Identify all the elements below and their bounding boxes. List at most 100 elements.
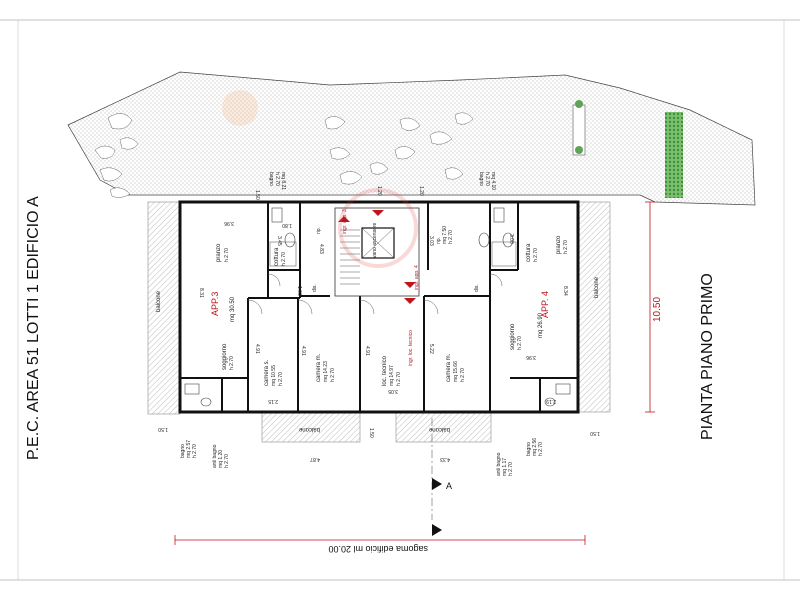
interior-walls bbox=[180, 202, 578, 412]
bottom-label: mq 1.17 bbox=[502, 458, 508, 476]
dimension-label: 1.20 bbox=[418, 186, 424, 196]
dimension-label: 3.45 bbox=[276, 236, 282, 246]
dimension-label: 1.03 bbox=[296, 286, 302, 296]
plant-icon bbox=[575, 146, 583, 154]
room-label: camera m. bbox=[316, 353, 322, 382]
app3-area-label: mq 30.50 bbox=[230, 296, 236, 322]
section-arrow-icon bbox=[432, 478, 442, 490]
dimension-label: 2.19 bbox=[546, 398, 556, 404]
hedge bbox=[665, 112, 683, 198]
bottom-label: anti bagno bbox=[496, 452, 502, 476]
dimension-label: 8.31 bbox=[198, 288, 204, 298]
stairwell bbox=[334, 207, 420, 297]
elevator-cross bbox=[361, 227, 395, 259]
watermark-logo bbox=[222, 90, 258, 126]
entrance-label: ingr. app. 4 bbox=[414, 265, 420, 290]
stair-steps bbox=[340, 229, 360, 285]
room-label: rip. bbox=[436, 237, 442, 244]
room-height: h 2.70 bbox=[224, 248, 230, 262]
height-dimension-label: 10.50 bbox=[652, 297, 663, 322]
section-arrow-icon bbox=[432, 524, 442, 536]
room-area: mq 7.50 bbox=[442, 226, 448, 244]
room-height: h 2.70 bbox=[278, 372, 284, 386]
room-area: mq 15.66 bbox=[453, 361, 459, 382]
bottom-label: anti bagno bbox=[212, 444, 218, 468]
bottom-label: h 2.70 bbox=[538, 442, 544, 456]
balcony-label: balcone bbox=[594, 276, 600, 298]
room-height: h 2.70 bbox=[460, 368, 466, 382]
entrance-arrow-icon bbox=[372, 210, 384, 216]
door-swings bbox=[247, 273, 503, 315]
dimension-label: 1.20 bbox=[376, 186, 382, 196]
room-height: h 2.70 bbox=[396, 372, 402, 386]
room-area: mq 8.21 bbox=[280, 172, 286, 190]
watermark-logo bbox=[338, 188, 418, 268]
dimension-label: 1.50 bbox=[590, 430, 600, 436]
dimension-label: 3.05 bbox=[388, 388, 398, 394]
room-height: h 2.70 bbox=[533, 248, 539, 262]
room-label: vano ascensore bbox=[372, 222, 378, 258]
dimension-label: 1.50 bbox=[158, 426, 168, 432]
room-label: cottura bbox=[274, 247, 280, 266]
balcone-left bbox=[147, 201, 181, 415]
room-height: h 2.70 bbox=[274, 172, 280, 186]
balcone-bottom-right bbox=[395, 411, 492, 443]
apartment-3-label: APP.3 bbox=[210, 292, 220, 316]
entrance-arrow-icon bbox=[338, 216, 350, 222]
bottom-label: mq 2.56 bbox=[532, 438, 538, 456]
room-area: mq 4.10 bbox=[490, 172, 496, 190]
room-label: pranzo bbox=[216, 243, 222, 262]
entrance-arrow-icon bbox=[404, 282, 416, 288]
plan-floor-title: PIANTA PIANO PRIMO bbox=[699, 273, 716, 440]
room-label: cottura bbox=[526, 243, 532, 262]
room-area: mq 14.97 bbox=[389, 365, 395, 386]
room-label: soggiorno bbox=[222, 343, 228, 370]
dimension-label: 3.96 bbox=[224, 220, 234, 226]
dimension-label: 4.91 bbox=[364, 346, 370, 356]
room-height: h 2.70 bbox=[330, 368, 336, 382]
entrance-arrow-icon bbox=[404, 298, 416, 304]
bottom-label: bagno bbox=[180, 444, 186, 458]
dimension-label: 4.91 bbox=[300, 346, 306, 356]
dimension-label: 1.50 bbox=[254, 190, 260, 200]
kitchen-counter-left bbox=[269, 241, 297, 267]
balcone-right bbox=[577, 201, 611, 413]
apartment-4-label: APP. 4 bbox=[540, 291, 550, 318]
section-marker-label: A bbox=[446, 481, 452, 491]
room-height: h 2.70 bbox=[484, 172, 490, 186]
balcony-label: balcone bbox=[298, 426, 320, 432]
dimension-label: 3.03 bbox=[428, 236, 434, 246]
bottom-label: h 2.70 bbox=[224, 454, 230, 468]
entrance-label: ingr. app. 3 bbox=[342, 209, 348, 234]
bottom-label: mq 1.20 bbox=[218, 450, 224, 468]
room-height: h 2.70 bbox=[229, 356, 235, 370]
plant-icon bbox=[575, 100, 583, 108]
room-height: h 2.70 bbox=[448, 230, 454, 244]
room-height: h 2.70 bbox=[517, 336, 523, 350]
room-label: pranzo bbox=[556, 235, 562, 254]
stone-wall bbox=[94, 112, 474, 198]
entrance-label: ingr. loc. tecnico bbox=[408, 330, 414, 366]
kitchen-counter-right bbox=[491, 241, 517, 267]
dimension-label: 3.00 bbox=[508, 234, 514, 244]
room-label: dis. bbox=[312, 284, 318, 292]
room-area: mq 14.23 bbox=[323, 361, 329, 382]
room-label: bagno bbox=[478, 172, 484, 186]
balcony-label: balcone bbox=[428, 426, 450, 432]
plan-project-title: P.E.C. AREA 51 LOTTI 1 EDIFICIO A bbox=[25, 196, 42, 460]
width-dimension-label: sagoma edificio ml 20.00 bbox=[328, 544, 428, 554]
room-label: soggiorno bbox=[510, 323, 516, 350]
dimension-label: 1.50 bbox=[368, 428, 374, 438]
bottom-label: bagno bbox=[526, 442, 532, 456]
room-height: h 2.70 bbox=[563, 240, 569, 254]
dimension-label: 4.87 bbox=[310, 456, 320, 462]
room-area: mq 10.55 bbox=[271, 365, 277, 386]
room-label: rip. bbox=[316, 227, 322, 234]
room-label: camera s. bbox=[264, 359, 270, 386]
balcony-label: balcone bbox=[156, 290, 162, 312]
dimension-label: 8.34 bbox=[562, 286, 568, 296]
bottom-label: mq 2.57 bbox=[186, 440, 192, 458]
bathroom-fixtures bbox=[184, 207, 571, 407]
room-label: dis. bbox=[474, 284, 480, 292]
